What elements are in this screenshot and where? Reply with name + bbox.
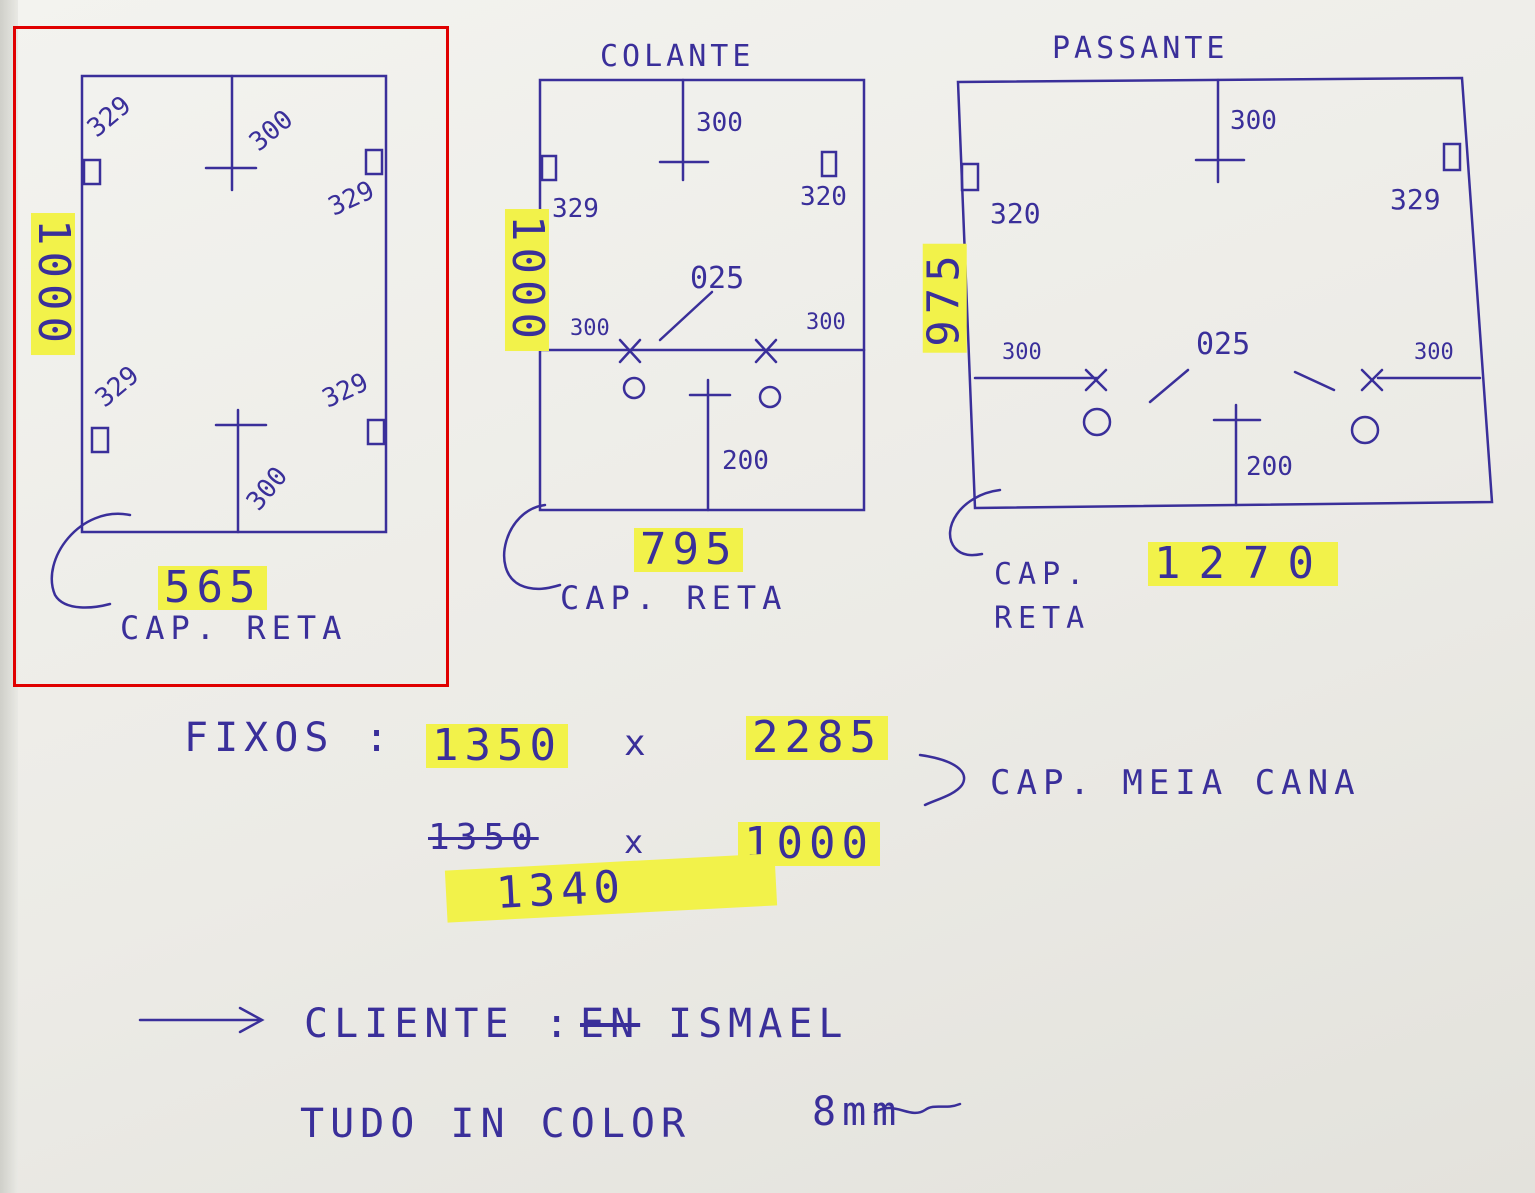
panel2-mid-l: 300 (570, 316, 610, 341)
panel2-center: 025 (690, 261, 745, 296)
panel3-hole-left (1082, 407, 1112, 437)
panel3-mid-r: 300 (1414, 340, 1454, 365)
fixos-label: FIXOS : (184, 715, 395, 761)
panel3-center-leader-r (1293, 370, 1336, 392)
panel3-dim-r: 329 (1390, 183, 1441, 216)
panel1-hinge-bl (90, 426, 110, 454)
client-arrow-head (238, 1006, 265, 1034)
selection-box[interactable] (13, 26, 449, 687)
fixos-dim2-w-struck: 1350 (428, 817, 539, 858)
panel3-width: 1270 (1148, 542, 1338, 586)
panel1-note: CAP. RETA (120, 609, 348, 647)
panel2-note: CAP. RETA (560, 579, 788, 617)
fixos-x2: x (624, 823, 650, 861)
fixos-dim1-h: 2285 (746, 716, 888, 760)
panel2-top-dim: 300 (696, 108, 743, 138)
panel3-bottom-dim: 200 (1246, 452, 1293, 482)
panel3-outline (956, 76, 1494, 510)
panel1-note-arrow (50, 512, 132, 609)
panel3-title: PASSANTE (1052, 31, 1229, 66)
client-name: ISMAEL (668, 1001, 849, 1047)
panel3-x-right-b (1360, 368, 1384, 392)
panel2-dim-l: 329 (552, 194, 599, 224)
panel1-hinge-br (366, 418, 386, 446)
panel2-mid-r: 300 (806, 310, 846, 335)
panel2-x-right-b (754, 338, 778, 364)
footer-text: TUDO IN COLOR (300, 1101, 692, 1147)
panel2-title: COLANTE (600, 39, 755, 74)
client-label: CLIENTE : (304, 1001, 575, 1047)
panel3-note-line1: CAP. (994, 557, 1091, 592)
panel3-x-left-b (1084, 368, 1108, 392)
panel3-note-arrow (948, 488, 1002, 557)
panel1-hinge-tr (364, 148, 384, 176)
panel3-note-line2: RETA (994, 601, 1091, 636)
panel3-hinge-l (960, 162, 980, 192)
panel2-hole-right (758, 385, 782, 409)
fixos-dim1-w: 1350 (426, 724, 568, 768)
fixos-note: CAP. MEIA CANA (990, 763, 1361, 803)
panel2-height: 1000 (502, 209, 553, 351)
panel3-center: 025 (1196, 327, 1251, 362)
panel2-center-leader (658, 290, 714, 342)
panel2-hinge-r (820, 150, 838, 178)
fixos-x1: x (624, 723, 652, 764)
panel2-bottom-dim: 200 (722, 446, 769, 476)
panel2-hinge-l (540, 154, 558, 182)
panel2-x-left-b (618, 338, 642, 364)
panel1-height: 1000 (28, 213, 79, 355)
panel2-hole-left (622, 376, 646, 400)
panel1-width: 565 (158, 566, 268, 610)
panel3-top-dim: 300 (1230, 106, 1277, 136)
panel3-center-leader-l (1148, 368, 1190, 404)
panel3-mid-l: 300 (1002, 340, 1042, 365)
panel1-outline (80, 74, 388, 534)
fixos-brace-arrow (918, 753, 966, 807)
client-struck: EN (580, 1001, 641, 1047)
panel3-hole-right (1350, 415, 1380, 445)
panel3-height: 975 (919, 243, 970, 353)
panel2-note-arrow (503, 503, 562, 591)
footer-suffix: 8mm (812, 1089, 903, 1135)
panel3-dim-l: 320 (990, 197, 1041, 230)
footer-tilde (873, 1102, 962, 1115)
panel2-width: 795 (634, 528, 744, 572)
panel1-hinge-tl (82, 158, 102, 186)
panel3-hinge-r (1442, 142, 1462, 172)
panel2-dim-r: 320 (800, 182, 847, 212)
